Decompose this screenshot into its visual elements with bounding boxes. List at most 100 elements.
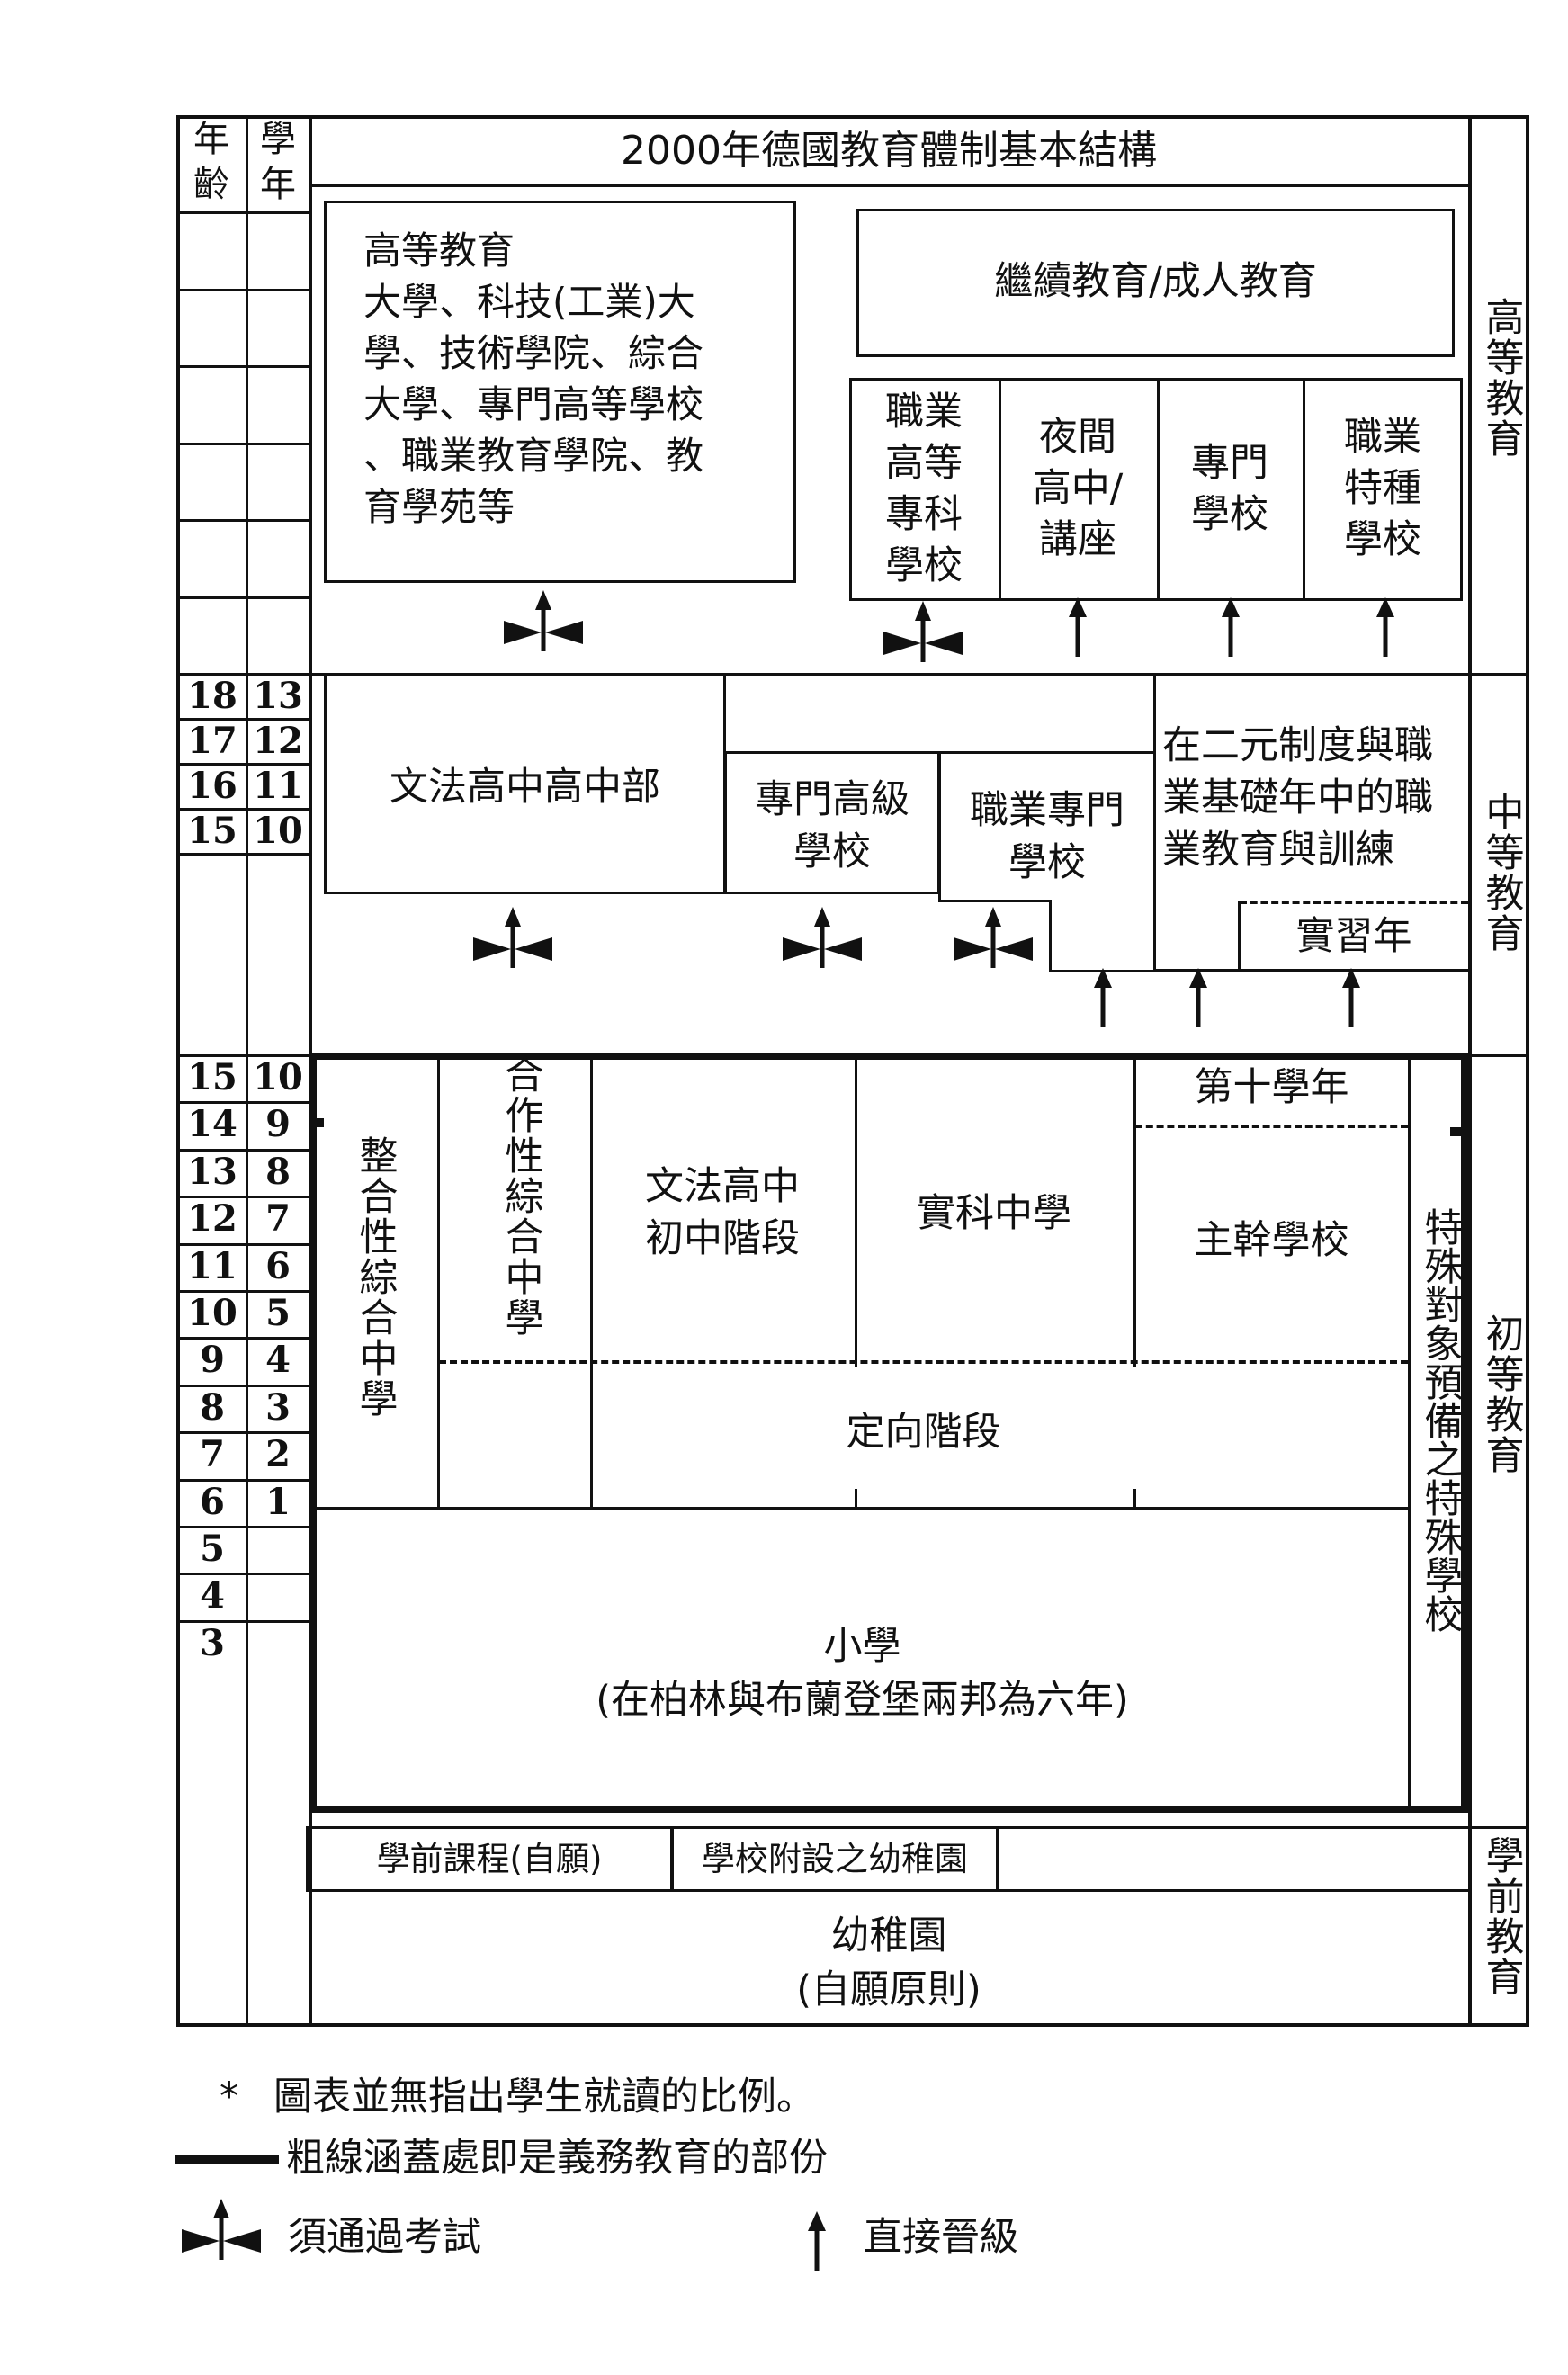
level-column-divider bbox=[1468, 115, 1472, 2027]
continuing-education-box bbox=[856, 209, 1455, 357]
chart-frame bbox=[176, 115, 1529, 2027]
age-grid-line bbox=[176, 519, 248, 522]
compulsory-education-block bbox=[309, 1053, 1468, 1813]
age-grid-line bbox=[176, 596, 248, 599]
age-header: 年 齡 bbox=[193, 119, 229, 205]
year-cell: 11 bbox=[253, 765, 303, 807]
year-grid-line bbox=[246, 1478, 310, 1482]
gymnasium-lower-text: 文法高中 初中階段 bbox=[645, 1164, 800, 1261]
age-cell: 3 bbox=[200, 1621, 225, 1664]
integrated-divider bbox=[437, 1054, 440, 1507]
vocational-special-text: 職業專門 學校 bbox=[970, 788, 1124, 885]
direct-arrow-dual-3 bbox=[1342, 968, 1360, 1027]
level-label-preschool: 學前教育 bbox=[1479, 1835, 1524, 1997]
orientation-tick-4 bbox=[1133, 1349, 1136, 1367]
vocational-special-step bbox=[938, 900, 1051, 902]
year-cell: 3 bbox=[265, 1385, 291, 1429]
year-grid-line bbox=[246, 1619, 310, 1623]
side-separator-2 bbox=[1468, 1054, 1529, 1057]
internship-divider bbox=[1238, 901, 1241, 972]
vocational-schools-box bbox=[849, 378, 1463, 601]
legend-direct-text: 直接晉級 bbox=[864, 2215, 1018, 2260]
direct-arrow-evening-school bbox=[1069, 597, 1087, 657]
age-cell: 16 bbox=[187, 765, 237, 807]
orientation-tick-3 bbox=[855, 1489, 857, 1507]
year-cell: 6 bbox=[265, 1244, 291, 1287]
chart-title: 2000年德國教育體制基本結構 bbox=[621, 128, 1157, 174]
year-grid-line bbox=[246, 288, 310, 291]
age-cell: 7 bbox=[200, 1433, 225, 1476]
year-cell: 8 bbox=[265, 1150, 291, 1193]
age-cell: 10 bbox=[187, 1292, 237, 1334]
year-grid-line bbox=[246, 442, 310, 445]
age-grid-line bbox=[176, 442, 248, 445]
age-grid-line bbox=[176, 1337, 248, 1340]
higher-secondary-separator bbox=[309, 673, 1468, 676]
vocational-college-text: 職業 高等 專科 學校 bbox=[885, 390, 963, 588]
vocational-special-step-v bbox=[1049, 900, 1052, 972]
university-box bbox=[324, 201, 796, 583]
year-grid-line bbox=[246, 519, 310, 522]
year-header: 學 年 bbox=[260, 119, 296, 205]
orientation-tick-2 bbox=[855, 1349, 857, 1367]
exam-arrow-vocational-special bbox=[954, 907, 1033, 968]
right-marker bbox=[1450, 1127, 1465, 1136]
legend-exam-arrow-icon bbox=[182, 2199, 261, 2260]
evening-school-text: 夜間 高中/ 講座 bbox=[1032, 415, 1124, 562]
year-grid-line bbox=[246, 673, 310, 676]
age-cell: 9 bbox=[200, 1339, 225, 1382]
year-grid-line bbox=[246, 1290, 310, 1293]
exam-arrow-gymnasium-upper bbox=[473, 907, 552, 968]
preschool-course-text: 學前課程(自願) bbox=[376, 1840, 603, 1878]
age-grid-line bbox=[176, 1619, 248, 1623]
year-grid-line bbox=[246, 1054, 310, 1057]
vocational-divider-1 bbox=[999, 378, 1001, 601]
exam-arrow-vocational-college bbox=[883, 601, 963, 662]
year-cell: 1 bbox=[265, 1480, 291, 1523]
primary-school-top-line bbox=[317, 1507, 1408, 1510]
legend-star: * bbox=[220, 2075, 239, 2120]
age-grid-line bbox=[176, 1148, 248, 1152]
age-grid-line bbox=[176, 1290, 248, 1293]
vocational-divider-2 bbox=[1157, 378, 1160, 601]
continuing-education-text: 繼續教育/成人教育 bbox=[994, 259, 1317, 304]
cooperative-comprehensive-text: 合作性綜合中學 bbox=[498, 1054, 543, 1338]
year-grid-line bbox=[246, 808, 310, 811]
gymnasium-divider bbox=[855, 1054, 857, 1351]
age-grid-line bbox=[176, 1384, 248, 1387]
level-label-secondary: 中等教育 bbox=[1479, 792, 1524, 954]
exam-arrow-university bbox=[504, 590, 583, 651]
year-grid-line bbox=[246, 718, 310, 721]
year-cell: 9 bbox=[265, 1103, 291, 1146]
year-cell: 10 bbox=[253, 1056, 303, 1098]
year-cell: 12 bbox=[253, 720, 303, 762]
orientation-tick-1 bbox=[590, 1489, 593, 1507]
side-separator-1 bbox=[1468, 673, 1529, 676]
specialized-high-text: 專門高級 學校 bbox=[755, 777, 909, 874]
level-label-primary: 初等教育 bbox=[1479, 1313, 1524, 1475]
dual-system-text: 在二元制度與職 業基礎年中的職 業教育與訓練 bbox=[1162, 723, 1433, 873]
legend-direct-arrow-icon bbox=[808, 2211, 826, 2271]
year-grid-line bbox=[246, 1101, 310, 1105]
year-grid-line bbox=[246, 596, 310, 599]
legend-note: 圖表並無指出學生就讀的比例。 bbox=[273, 2075, 815, 2120]
technical-school-text: 專門 學校 bbox=[1191, 441, 1268, 537]
year-grid-line bbox=[246, 1573, 310, 1576]
school-kindergarten-text: 學校附設之幼稚園 bbox=[702, 1840, 968, 1878]
age-grid-line bbox=[176, 365, 248, 368]
year-grid-line bbox=[246, 1384, 310, 1387]
age-grid-line bbox=[176, 1054, 248, 1057]
header-underline bbox=[176, 211, 309, 214]
year-grid-line bbox=[246, 1242, 310, 1246]
year-cell: 4 bbox=[265, 1339, 291, 1382]
age-cell: 6 bbox=[200, 1480, 225, 1523]
age-cell: 12 bbox=[187, 1197, 237, 1241]
year-cell: 5 bbox=[265, 1292, 291, 1334]
year-cell: 7 bbox=[265, 1197, 291, 1241]
age-cell: 17 bbox=[187, 720, 237, 762]
age-cell: 8 bbox=[200, 1385, 225, 1429]
cooperative-divider bbox=[590, 1054, 593, 1507]
